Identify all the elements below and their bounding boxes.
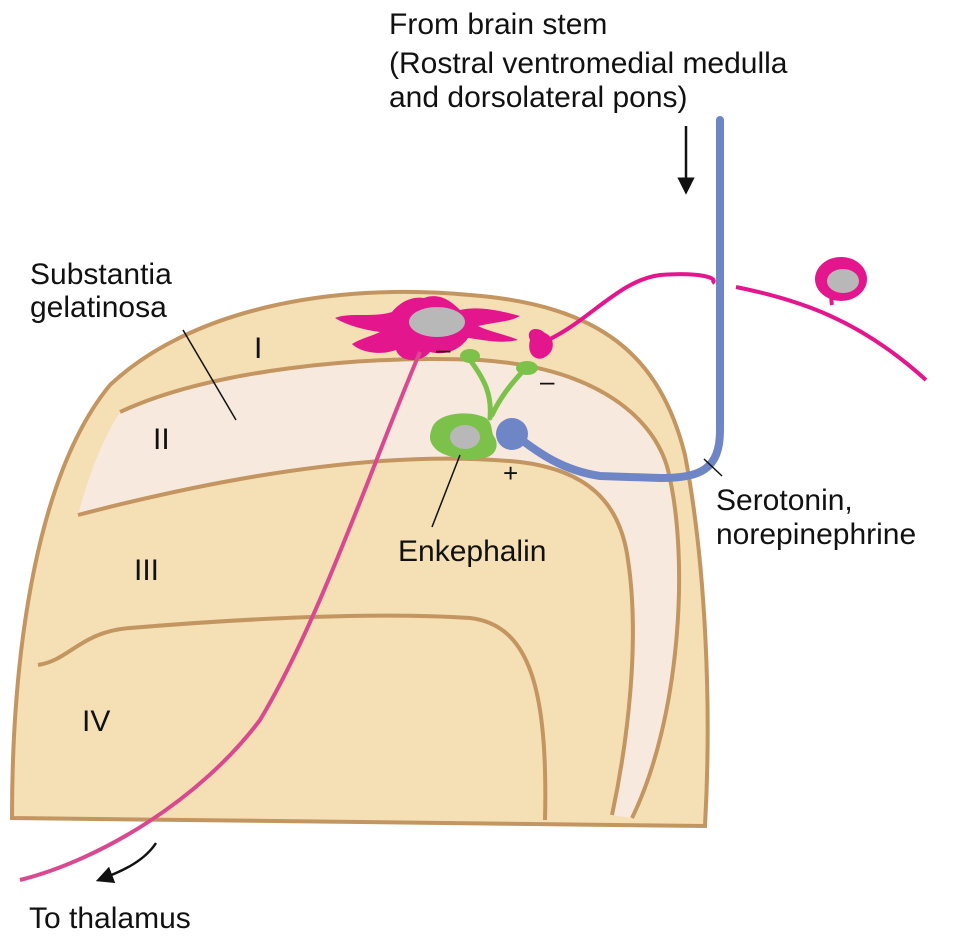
serotonin-label-line-2: norepinephrine: [716, 518, 916, 551]
enkephalin-label: Enkephalin: [398, 535, 546, 568]
lamina-iii-label: III: [134, 554, 159, 587]
interneuron-terminal-left: [460, 349, 480, 363]
lamina-i-label: I: [254, 332, 262, 365]
inhibition-sign-afferent: –: [540, 366, 555, 396]
inhibition-sign-projection: –: [436, 334, 451, 364]
serotonin-label-line-1: Serotonin,: [716, 484, 853, 517]
interneuron-nucleus: [450, 425, 480, 449]
projection-neuron-nucleus: [409, 307, 465, 337]
descending-fiber-terminal: [496, 418, 528, 450]
arrow-down-left-icon: [104, 843, 156, 878]
interneuron-terminal-right: [516, 361, 538, 375]
lamina-iv-label: IV: [82, 705, 110, 738]
from-brain-stem-label: From brain stem: [389, 8, 607, 41]
source-label-line-1: (Rostral ventromedial medulla: [389, 47, 788, 80]
substantia-gelatinosa-label-line-1: Substantia: [30, 258, 172, 291]
source-label-line-2: and dorsolateral pons): [389, 81, 688, 114]
to-thalamus-label: To thalamus: [29, 902, 191, 935]
ganglion-cell-nucleus: [827, 269, 859, 293]
substantia-gelatinosa-label-line-2: gelatinosa: [30, 291, 167, 324]
excitation-sign-descending: +: [503, 458, 518, 488]
lamina-ii-label: II: [153, 423, 170, 456]
